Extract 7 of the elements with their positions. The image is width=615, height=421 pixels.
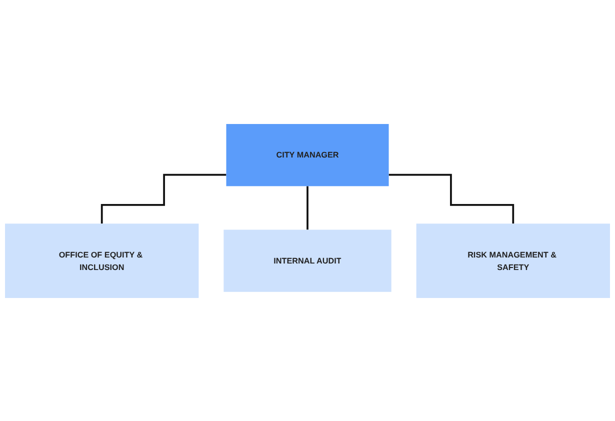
- node-box: CITY MANAGER: [226, 124, 389, 186]
- node-box: RISK MANAGEMENT & SAFETY: [416, 223, 610, 298]
- connector: [388, 173, 514, 224]
- node-box: OFFICE OF EQUITY & INCLUSION: [5, 223, 199, 298]
- node-box: INTERNAL AUDIT: [224, 229, 392, 292]
- connector: [306, 184, 308, 230]
- connector: [100, 173, 226, 224]
